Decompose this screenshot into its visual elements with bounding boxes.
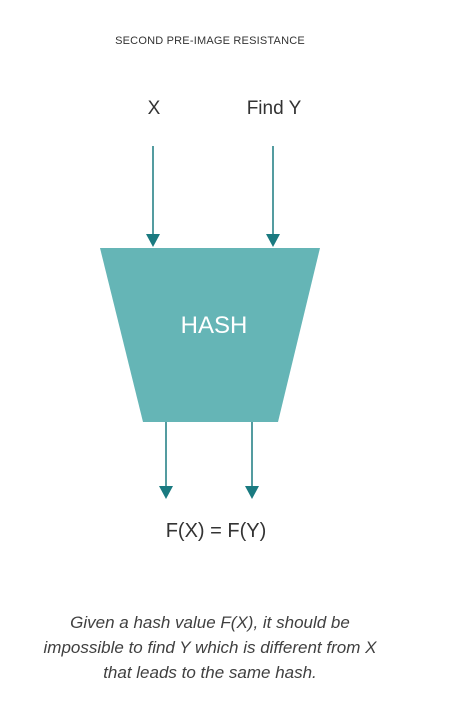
hash-block bbox=[100, 248, 320, 422]
arrowhead-input-x bbox=[146, 234, 160, 247]
arrowhead-output-x bbox=[159, 486, 173, 499]
diagram-title: SECOND PRE-IMAGE RESISTANCE bbox=[115, 35, 305, 47]
output-equation: F(X) = F(Y) bbox=[165, 520, 267, 542]
arrowhead-input-y bbox=[266, 234, 280, 247]
arrowhead-output-y bbox=[245, 486, 259, 499]
input-label-y: Find Y bbox=[246, 98, 302, 119]
input-label-x: X bbox=[147, 98, 161, 119]
hash-label: HASH bbox=[180, 312, 248, 339]
caption-text: Given a hash value F(X), it should be im… bbox=[43, 613, 377, 682]
